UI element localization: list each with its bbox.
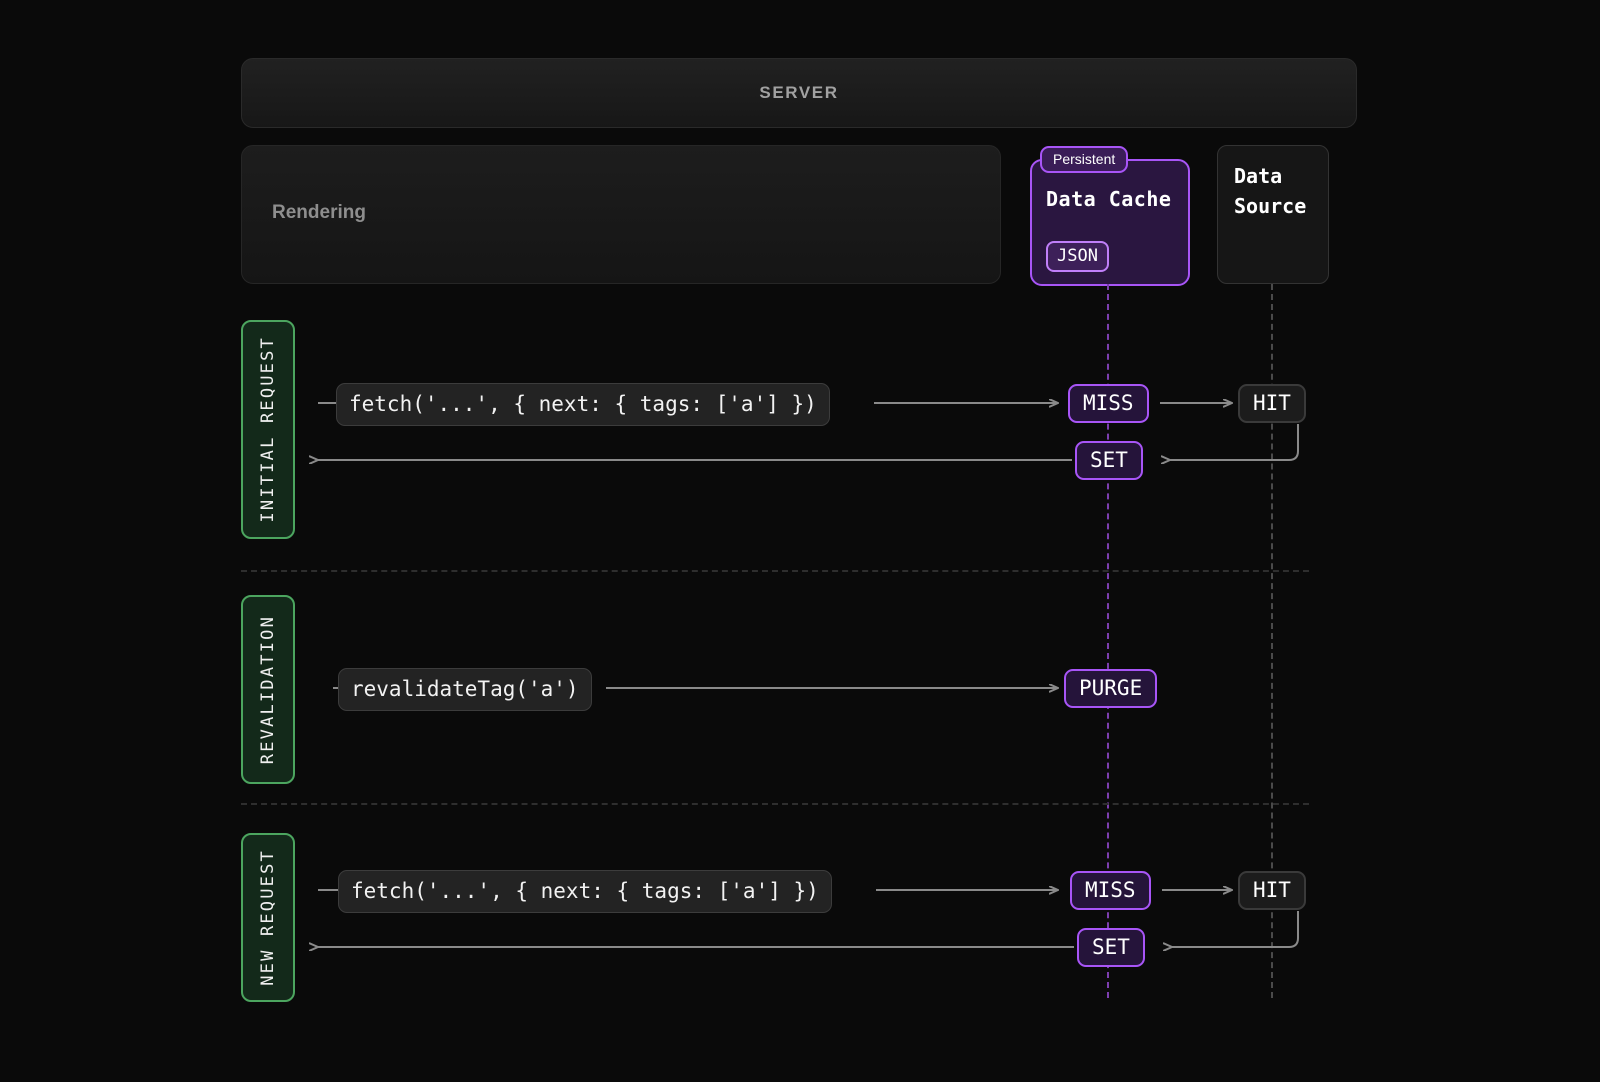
section-divider-1 — [241, 570, 1309, 572]
badge-source-hit-initial: HIT — [1238, 384, 1306, 423]
section-divider-2 — [241, 803, 1309, 805]
section-label-revalidation-text: REVALIDATION — [258, 614, 278, 765]
badge-cache-miss-initial: MISS — [1068, 384, 1149, 423]
request-code-new: fetch('...', { next: { tags: ['a'] }) — [338, 870, 832, 913]
data-source-box: Data Source — [1217, 145, 1329, 284]
persistent-chip: Persistent — [1040, 146, 1129, 173]
section-label-revalidation: REVALIDATION — [241, 595, 295, 784]
badge-cache-purge: PURGE — [1064, 669, 1158, 708]
rendering-label: Rendering — [272, 202, 366, 223]
badge-cache-set-initial: SET — [1075, 441, 1143, 480]
data-source-line2: Source — [1234, 194, 1307, 218]
data-cache-box: Data Cache JSON — [1030, 159, 1190, 286]
badge-source-hit-new: HIT — [1238, 871, 1306, 910]
json-format-chip: JSON — [1046, 241, 1109, 272]
data-cache-lifeline — [1107, 284, 1109, 998]
data-source-line1: Data — [1234, 164, 1283, 188]
rendering-panel: Rendering — [241, 145, 1001, 284]
section-label-initial-request: INITIAL REQUEST — [241, 320, 295, 539]
section-label-new-request-text: NEW REQUEST — [258, 849, 278, 986]
request-code-initial: fetch('...', { next: { tags: ['a'] }) — [336, 383, 830, 426]
server-title: SERVER — [759, 83, 839, 102]
badge-cache-miss-new: MISS — [1070, 871, 1151, 910]
data-source-lifeline — [1271, 284, 1273, 998]
section-label-new-request: NEW REQUEST — [241, 833, 295, 1002]
data-cache-title: Data Cache — [1046, 187, 1172, 211]
section-label-initial-request-text: INITIAL REQUEST — [258, 336, 278, 523]
badge-cache-set-new: SET — [1077, 928, 1145, 967]
server-container: SERVER — [241, 58, 1357, 128]
request-code-revalidation: revalidateTag('a') — [338, 668, 592, 711]
